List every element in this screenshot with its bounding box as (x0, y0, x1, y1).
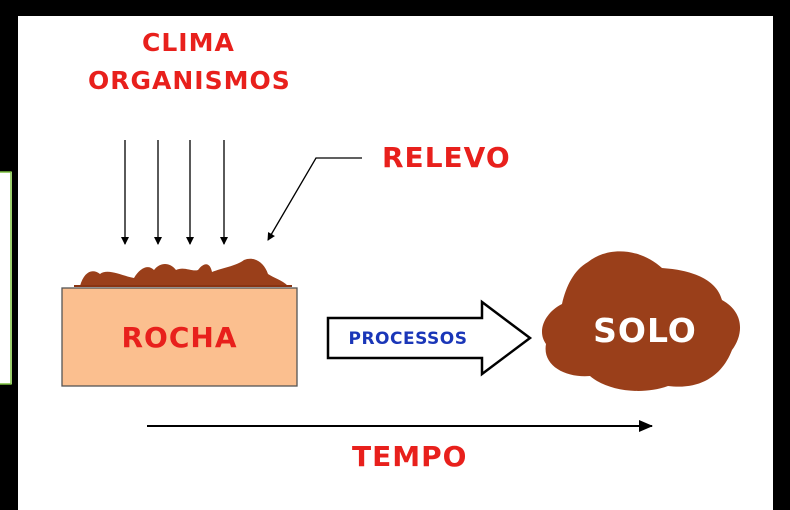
soil-blob (541, 251, 741, 391)
processos-label: PROCESSOS (348, 329, 468, 349)
relief-shape (80, 258, 288, 286)
organismos-label: ORGANISMOS (88, 66, 291, 95)
rock-block (61, 287, 298, 387)
solo-label: SOLO (593, 311, 697, 350)
relevo-label: RELEVO (382, 141, 511, 174)
left-white-strip (0, 172, 12, 384)
tempo-label: TEMPO (352, 440, 468, 473)
frame-top (0, 0, 790, 16)
downward-arrows-icon (121, 140, 228, 245)
frame-right (773, 0, 790, 510)
rocha-label: ROCHA (121, 320, 238, 354)
green-border (0, 171, 12, 385)
relevo-pointer-icon (267, 157, 362, 241)
clima-label: CLIMA (142, 28, 235, 57)
process-arrow-icon (326, 299, 533, 377)
